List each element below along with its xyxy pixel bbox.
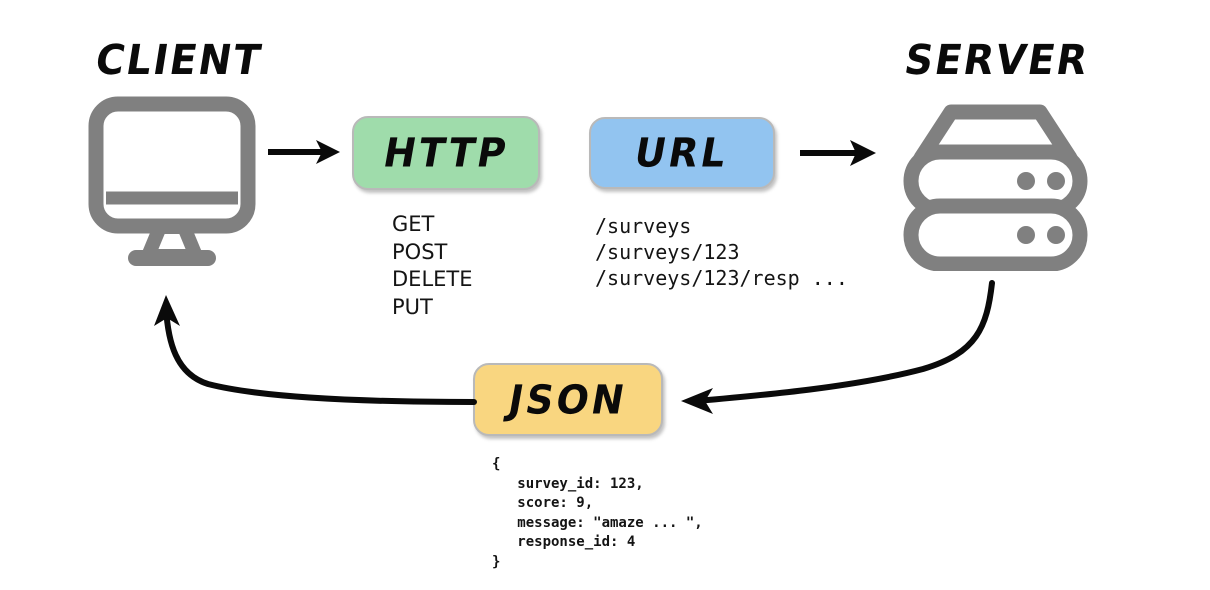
node-json-label: JSON — [505, 376, 631, 423]
node-json[interactable]: JSON — [473, 363, 663, 436]
client-title: CLIENT — [92, 36, 266, 85]
arrow-client-to-http-icon — [266, 132, 346, 172]
node-url[interactable]: URL — [589, 117, 775, 189]
arrow-server-to-json-icon — [655, 275, 1020, 420]
json-payload-code: { survey_id: 123, score: 9, message: "am… — [492, 456, 703, 570]
node-http[interactable]: HTTP — [352, 116, 540, 190]
node-url-label: URL — [631, 129, 733, 177]
arrow-json-to-client-icon — [150, 292, 480, 417]
monitor-icon — [86, 96, 258, 268]
server-rack-icon — [893, 96, 1098, 272]
node-http-label: HTTP — [379, 129, 513, 177]
http-methods-list: GET POST DELETE PUT — [392, 212, 473, 319]
url-paths-list: /surveys /surveys/123 /surveys/123/resp … — [595, 214, 848, 290]
server-title: SERVER — [901, 36, 1093, 85]
arrow-url-to-server-icon — [798, 133, 883, 173]
